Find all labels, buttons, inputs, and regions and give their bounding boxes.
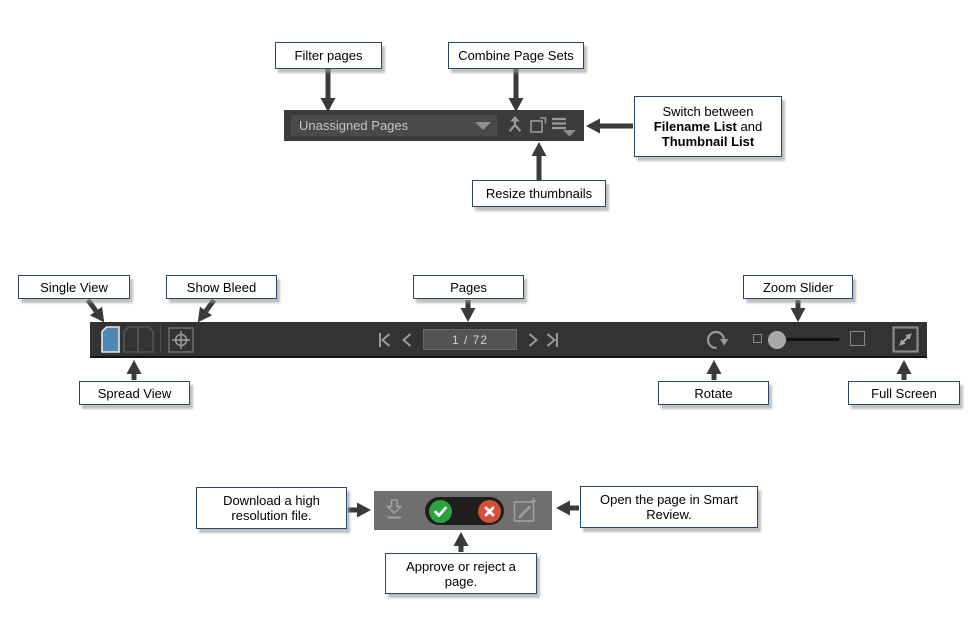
callout-zoom-slider: Zoom Slider (743, 275, 853, 299)
first-page-button[interactable] (378, 332, 391, 353)
show-bleed-registration-icon (168, 327, 194, 353)
combine-page-sets-button[interactable] (506, 115, 524, 140)
single-view-button[interactable] (101, 326, 120, 358)
arrow-show-bleed (197, 298, 217, 323)
page-counter-value: 1 / 72 (451, 332, 489, 347)
resize-thumbnails-icon (530, 117, 547, 133)
first-page-icon (379, 333, 391, 347)
approve-button[interactable] (429, 499, 452, 523)
next-page-icon (528, 333, 539, 347)
page-counter-field[interactable]: 1 / 72 (423, 329, 517, 350)
show-bleed-button[interactable] (168, 327, 194, 358)
rotate-button[interactable] (703, 327, 729, 358)
callout-switch-view: Switch between Filename List and Thumbna… (634, 96, 782, 157)
callout-spread-view: Spread View (79, 381, 190, 405)
last-page-button[interactable] (546, 332, 559, 353)
toolbar-divider (160, 325, 161, 353)
spread-view-button[interactable] (123, 326, 154, 358)
approve-check-icon (434, 506, 447, 517)
zoom-slider-handle[interactable] (768, 331, 786, 349)
reject-button[interactable] (477, 499, 501, 523)
open-smart-review-pencil-icon (513, 498, 537, 522)
callout-pages: Pages (413, 275, 524, 299)
open-smart-review-button[interactable] (513, 497, 538, 528)
filename-thumbnail-list-toggle-icon (552, 117, 576, 137)
filter-dropdown-value: Unassigned Pages (299, 118, 409, 133)
download-icon (385, 499, 403, 519)
callout-switch-line1: Switch between (662, 104, 754, 119)
callout-switch-line3: Thumbnail List (661, 134, 755, 149)
filter-pages-dropdown[interactable]: Unassigned Pages (291, 115, 497, 136)
download-button[interactable] (384, 498, 405, 527)
callout-full-screen: Full Screen (848, 381, 960, 405)
next-page-button[interactable] (527, 332, 539, 353)
callout-open-smart-review: Open the page in Smart Review. (580, 486, 758, 528)
previous-page-button[interactable] (401, 332, 413, 353)
combine-page-sets-icon (509, 116, 521, 132)
callout-download-high-res: Download a high resolution file. (196, 487, 347, 529)
callout-rotate: Rotate (658, 381, 769, 405)
zoom-out-square-icon[interactable] (753, 334, 762, 343)
callout-show-bleed: Show Bleed (166, 275, 277, 299)
arrow-single-view (85, 298, 105, 323)
approve-reject-toggle (425, 497, 504, 525)
zoom-in-square-icon[interactable] (850, 331, 865, 346)
rotate-icon (706, 330, 729, 350)
callout-filter-pages: Filter pages (275, 42, 382, 69)
callout-resize-thumbnails: Resize thumbnails (472, 180, 606, 207)
page-actions-toolbar (374, 491, 552, 530)
callout-switch-line2: Filename List and (653, 119, 763, 134)
callout-single-view: Single View (18, 275, 130, 299)
spread-view-icon (123, 326, 154, 353)
chevron-down-icon (475, 122, 491, 130)
last-page-icon (546, 333, 558, 347)
callout-combine-page-sets: Combine Page Sets (448, 42, 584, 69)
viewer-toolbar: 1 / 72 (90, 322, 927, 358)
list-view-toggle-button[interactable] (551, 116, 577, 143)
single-view-icon (101, 326, 120, 353)
page-list-toolbar: Unassigned Pages (284, 110, 584, 141)
zoom-slider-track[interactable] (787, 338, 839, 341)
full-screen-button[interactable] (892, 326, 919, 358)
previous-page-icon (401, 333, 412, 347)
full-screen-icon (892, 326, 919, 353)
callout-approve-reject: Approve or reject a page. (385, 553, 537, 594)
reject-x-icon (484, 506, 494, 516)
resize-thumbnails-button[interactable] (529, 115, 548, 139)
